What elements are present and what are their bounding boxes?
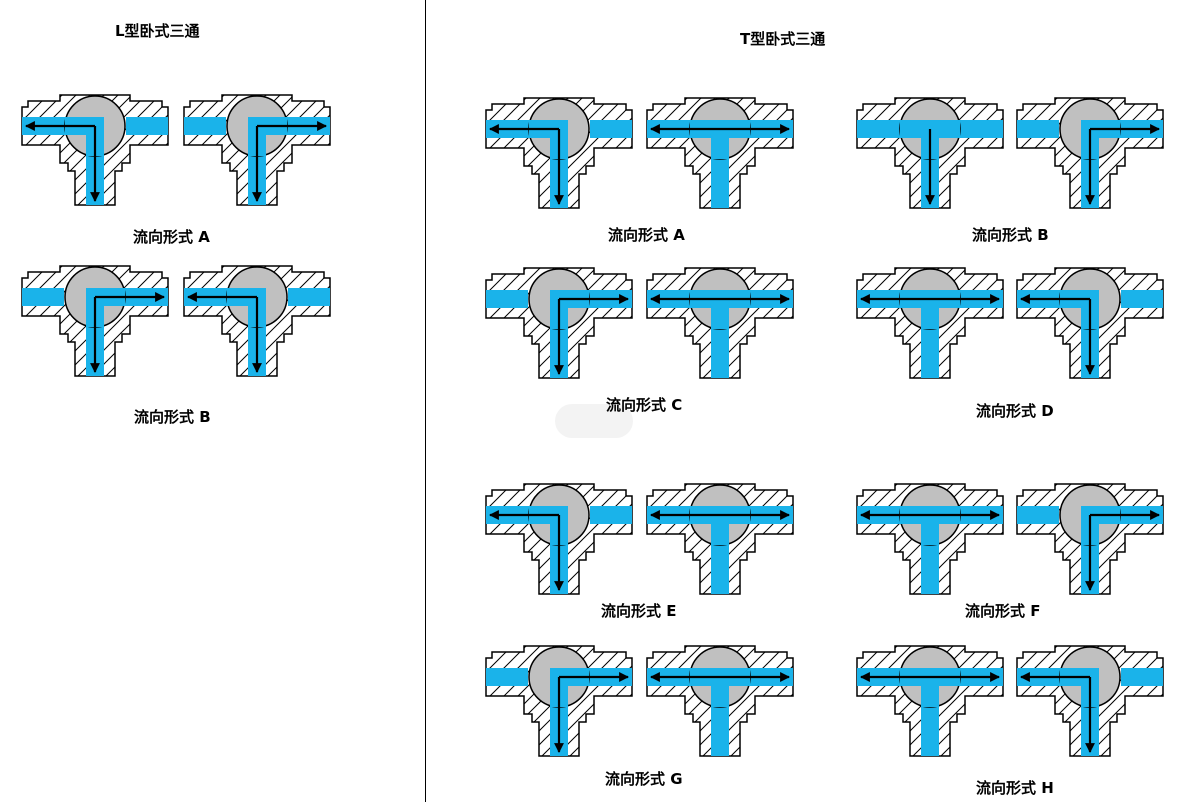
valve-svg: [646, 483, 794, 595]
valve-diagram: [484, 645, 634, 757]
port-south: [711, 706, 729, 756]
valve-diagram: [1015, 267, 1165, 379]
valve-diagram: [855, 645, 1005, 757]
port-south: [921, 544, 939, 594]
decorative-highlight: [555, 404, 633, 438]
valve-diagram: [1015, 97, 1165, 209]
valve-diagram: [182, 94, 332, 206]
flow-caption: 流向形式 B: [972, 226, 1049, 244]
valve-svg: [856, 645, 1004, 757]
valve-diagram: [1015, 645, 1165, 757]
port-south: [711, 158, 729, 208]
flow-caption: 流向形式 B: [134, 408, 211, 426]
valve-svg: [1016, 483, 1164, 595]
port-south: [711, 544, 729, 594]
port-east: [590, 506, 632, 524]
valve-svg: [1016, 645, 1164, 757]
valve-diagram: [855, 267, 1005, 379]
port-east: [590, 120, 632, 138]
port-south: [711, 328, 729, 378]
port-west: [486, 668, 528, 686]
port-south: [921, 706, 939, 756]
valve-svg: [646, 645, 794, 757]
flow-caption: 流向形式 E: [601, 602, 677, 620]
valve-svg: [856, 97, 1004, 209]
port-west: [1017, 120, 1059, 138]
port-west: [1017, 506, 1059, 524]
valve-svg: [485, 97, 633, 209]
flow-caption: 流向形式 A: [133, 228, 210, 246]
valve-diagram: [855, 483, 1005, 595]
valve-svg: [183, 94, 331, 206]
port-west: [22, 288, 64, 306]
flow-caption: 流向形式 C: [606, 396, 683, 414]
flow-caption: 流向形式 G: [605, 770, 683, 788]
t-type-title: T型卧式三通: [740, 30, 826, 48]
flow-caption: 流向形式 D: [976, 402, 1054, 420]
port-east: [1121, 668, 1163, 686]
port-east: [1121, 290, 1163, 308]
valve-svg: [485, 645, 633, 757]
valve-diagram: [1015, 483, 1165, 595]
valve-svg: [21, 265, 169, 377]
valve-svg: [646, 267, 794, 379]
l-type-title: L型卧式三通: [115, 22, 200, 40]
port-east: [126, 117, 168, 135]
valve-diagram: [484, 97, 634, 209]
section-divider: [425, 0, 426, 802]
valve-svg: [21, 94, 169, 206]
valve-diagram: [20, 265, 170, 377]
flow-caption: 流向形式 F: [965, 602, 1041, 620]
valve-diagram: [484, 267, 634, 379]
valve-svg: [183, 265, 331, 377]
valve-svg: [485, 483, 633, 595]
valve-diagram: [20, 94, 170, 206]
valve-diagram: [855, 97, 1005, 209]
valve-diagram: [645, 267, 795, 379]
valve-svg: [646, 97, 794, 209]
flow-caption: 流向形式 H: [976, 779, 1054, 797]
valve-svg: [1016, 97, 1164, 209]
valve-diagram: [182, 265, 332, 377]
port-east: [288, 288, 330, 306]
valve-diagram: [645, 483, 795, 595]
valve-svg: [856, 267, 1004, 379]
valve-svg: [485, 267, 633, 379]
port-west: [486, 290, 528, 308]
valve-svg: [856, 483, 1004, 595]
valve-diagram: [645, 645, 795, 757]
flow-caption: 流向形式 A: [608, 226, 685, 244]
port-west: [184, 117, 226, 135]
port-south: [921, 328, 939, 378]
valve-svg: [1016, 267, 1164, 379]
valve-diagram: [645, 97, 795, 209]
valve-diagram: [484, 483, 634, 595]
